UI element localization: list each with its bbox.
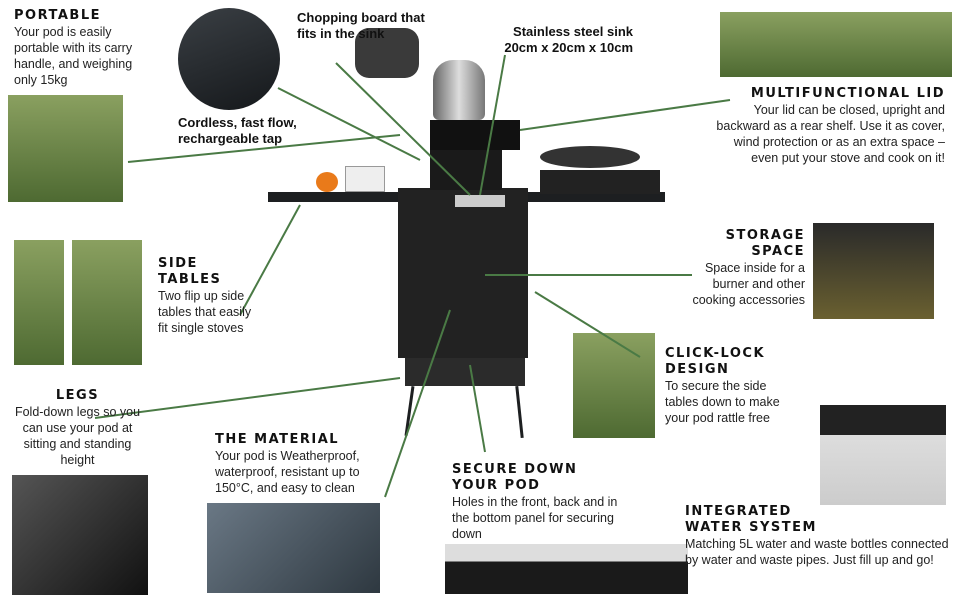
material-section: The Material Your pod is Weatherproof, w… (215, 432, 380, 496)
lid-section: Multifunctional Lid Your lid can be clos… (715, 86, 945, 166)
legs-title: Legs (55, 388, 100, 403)
material-title: The Material (215, 432, 340, 447)
storage-photo (813, 223, 934, 319)
material-text: Your pod is Weatherproof, waterproof, re… (215, 449, 360, 495)
secure-text: Holes in the front, back and in the bott… (452, 495, 618, 541)
chopping-board-photo (355, 28, 419, 78)
side-tables-text: Two flip up side tables that easily fit … (158, 289, 252, 335)
legs-photo (12, 475, 148, 595)
portable-text: Your pod is easily portable with its car… (14, 25, 133, 87)
tap-photo (178, 8, 280, 110)
legs-section: Legs Fold-down legs so you can use your … (10, 388, 145, 468)
portable-section: Portable Your pod is easily portable wit… (14, 8, 154, 88)
lid-photos (720, 12, 952, 77)
secure-section: Secure Down Your Pod Holes in the front,… (452, 462, 637, 542)
click-lock-title: Click-Lock Design (665, 346, 766, 377)
side-tables-section: Side Tables Two flip up side tables that… (158, 256, 253, 336)
tap-label: Cordless, fast flow, rechargeable tap (178, 115, 297, 146)
chopping-board-label: Chopping board that fits in the sink (297, 10, 425, 41)
storage-section: Storage Space Space inside for a burner … (690, 228, 805, 308)
secure-title: Secure Down Your Pod (452, 462, 578, 493)
side-table-photo-1 (14, 240, 64, 365)
legs-text: Fold-down legs so you can use your pod a… (14, 405, 141, 467)
sink-label: Stainless steel sink 20cm x 20cm x 10cm (504, 24, 633, 55)
material-photo (207, 503, 380, 593)
lid-title: Multifunctional Lid (750, 86, 945, 101)
lid-text: Your lid can be closed, upright and back… (716, 103, 945, 165)
storage-title: Storage Space (725, 228, 805, 259)
carry-handle-photo (8, 95, 123, 202)
water-title: Integrated Water System (685, 504, 817, 535)
portable-title: Portable (14, 8, 101, 23)
water-system-photo (820, 405, 946, 505)
side-table-photo-2 (72, 240, 142, 365)
click-lock-section: Click-Lock Design To secure the side tab… (665, 346, 800, 426)
water-section: Integrated Water System Matching 5L wate… (685, 504, 950, 568)
click-lock-text: To secure the side tables down to make y… (665, 379, 780, 425)
click-lock-photo (573, 333, 655, 438)
side-tables-title: Side Tables (158, 256, 222, 287)
water-text: Matching 5L water and waste bottles conn… (685, 537, 949, 567)
bottom-panel-photo (445, 544, 688, 594)
storage-text: Space inside for a burner and other cook… (692, 261, 805, 307)
